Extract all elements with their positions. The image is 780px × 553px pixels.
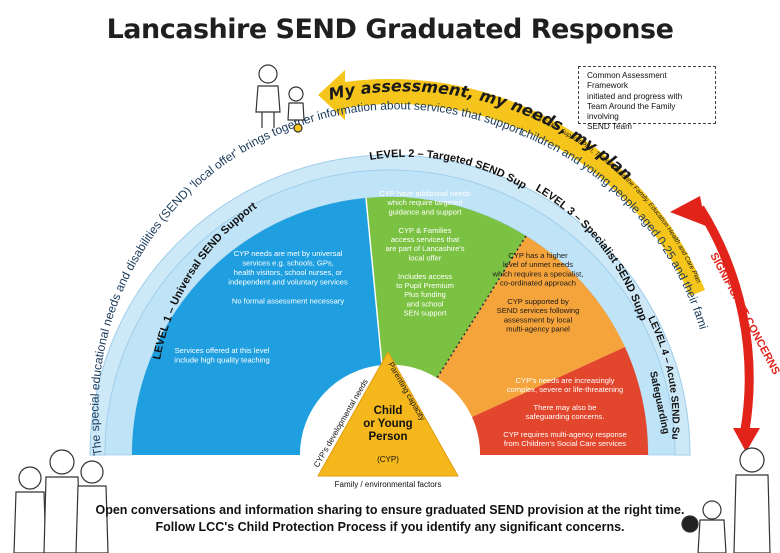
text-line: are part of Lancashire's [385, 244, 464, 253]
text-line: which requires a specialist, [492, 269, 584, 278]
level-2-wedge [366, 196, 526, 378]
text-line: local offer [409, 253, 442, 262]
caf-line-4: SEND Team [587, 122, 632, 132]
page-title: Lancashire SEND Graduated Response [106, 14, 674, 45]
triangle-base-label: Family / environmental factors [335, 480, 442, 489]
caf-line-2: initiated and progress with [587, 91, 683, 101]
text-line: SEN support [403, 309, 447, 318]
text-line: and school [407, 299, 444, 308]
child-triangle [317, 350, 459, 477]
text-line: Plus funding [404, 290, 446, 299]
text-line: There may also be [534, 403, 597, 412]
text-line: services e.g. schools, GPs, [242, 259, 334, 268]
child-figures-top-icon [255, 64, 305, 133]
level-1-wedge [131, 198, 382, 455]
caf-note-box: Common Assessment Framework initiated an… [578, 66, 716, 131]
text-line: CYP & Families [398, 226, 451, 235]
text-line: access services that [391, 235, 460, 244]
text-line: complex, severe or life-threatening [507, 385, 624, 394]
text-line: Services offered at this level [175, 346, 270, 355]
significant-concerns-arrow [696, 205, 754, 431]
text-line: level of unmet needs [503, 260, 573, 269]
text-line: health visitors, school nurses, or [234, 268, 343, 277]
text-line: co-ordinated approach [500, 279, 576, 288]
text-line: which require targeted [386, 198, 462, 207]
text-line: CYP supported by [507, 297, 569, 306]
text-line: to Pupil Premium [396, 281, 454, 290]
people-figures-right-icon [681, 447, 771, 553]
text-line: SEND services following [497, 306, 580, 315]
assessment-arrow [318, 70, 705, 296]
caf-line-3: Team Around the Family involving [587, 101, 676, 122]
text-line: Includes access [398, 272, 452, 281]
text-line: Child [374, 405, 403, 417]
text-line: independent and voluntary services [228, 278, 348, 287]
text-line: Person [369, 431, 408, 443]
text-line: include high quality teaching [174, 356, 269, 365]
people-figures-left-icon [13, 449, 109, 553]
level-4-wedge [472, 347, 649, 455]
footer-line-2: Follow LCC's Child Protection Process if… [155, 520, 625, 534]
text-line: CYP requires multi-agency response [503, 430, 627, 439]
triangle-abbr: (CYP) [377, 455, 399, 464]
text-line: or Young [363, 418, 412, 430]
text-line: CYP needs are met by universal [234, 249, 343, 258]
significant-concerns-label: SIGNIFICANT CONCERNS [707, 251, 780, 377]
text-line: multi-agency panel [506, 325, 570, 334]
footer-line-1: Open conversations and information shari… [95, 503, 685, 517]
caf-line-1: Common Assessment Framework [587, 71, 667, 91]
text-line: No formal assessment necessary [232, 297, 344, 306]
text-line: safeguarding concerns. [526, 412, 605, 421]
text-line: CYP has a higher [508, 251, 568, 260]
text-line: guidance and support [388, 207, 462, 216]
text-line: from Children's Social Care services [504, 439, 626, 448]
text-line: CYP have additional needs [379, 189, 471, 198]
text-line: assessment by local [504, 315, 573, 324]
text-line: CYP's needs are increasingly [516, 376, 615, 385]
level-3-wedge [437, 236, 625, 417]
divider-1-2 [365, 197, 383, 366]
